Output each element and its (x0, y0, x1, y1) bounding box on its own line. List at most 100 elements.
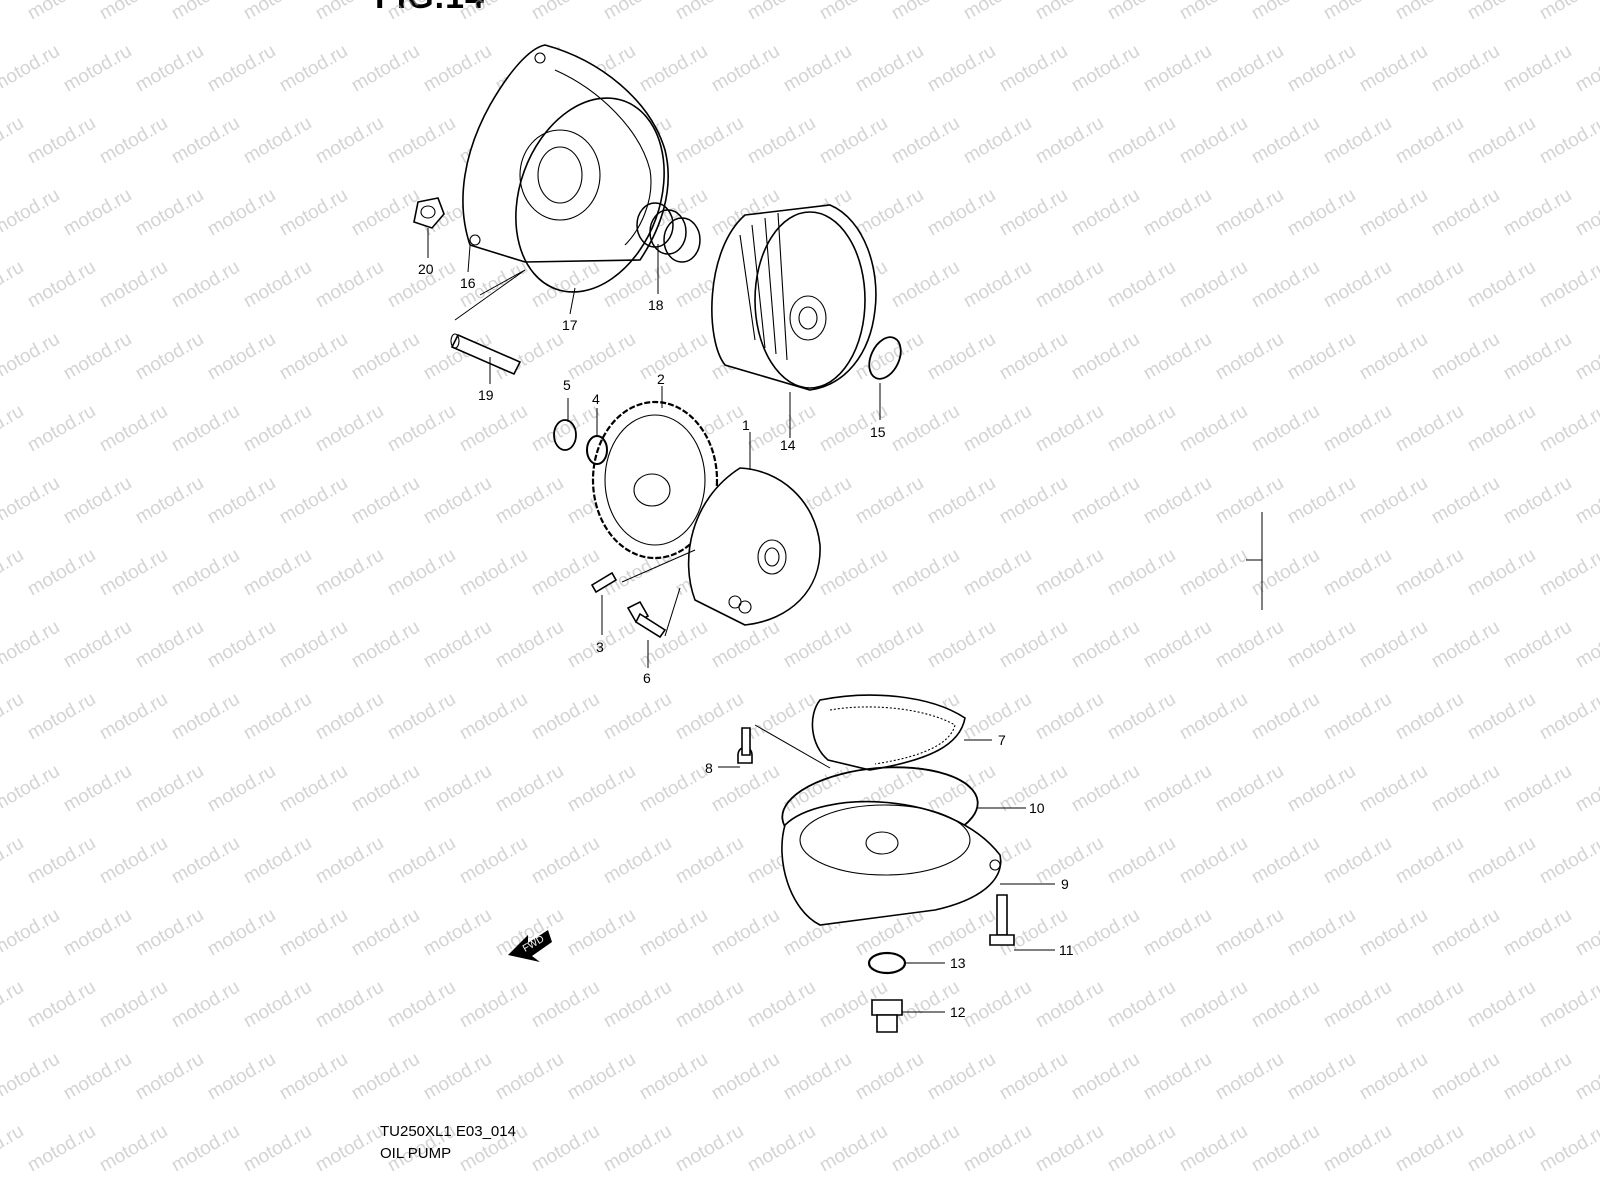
callout-10: 10 (1029, 800, 1045, 816)
watermark-text: motod.ru (0, 761, 63, 817)
watermark-text: motod.ru (96, 0, 171, 24)
watermark-text: motod.ru (1104, 0, 1179, 24)
watermark-text: motod.ru (960, 545, 1035, 601)
watermark-text: motod.ru (24, 977, 99, 1033)
watermark-text: motod.ru (204, 761, 279, 817)
watermark-text: motod.ru (1356, 1049, 1431, 1105)
watermark-text: motod.ru (168, 977, 243, 1033)
watermark-text: motod.ru (1068, 473, 1143, 529)
watermark-text: motod.ru (672, 833, 747, 889)
watermark-text: motod.ru (384, 545, 459, 601)
callout-19: 19 (478, 387, 494, 403)
watermark-text: motod.ru (348, 905, 423, 961)
watermark-text: motod.ru (456, 401, 531, 457)
watermark-text: motod.ru (1464, 833, 1539, 889)
watermark-text: motod.ru (384, 401, 459, 457)
watermark-text: motod.ru (96, 977, 171, 1033)
part-8-screw (737, 727, 753, 764)
callout-20: 20 (418, 261, 434, 277)
watermark-text: motod.ru (24, 689, 99, 745)
watermark-text: motod.ru (1284, 905, 1359, 961)
watermark-text: motod.ru (816, 545, 891, 601)
callout-18: 18 (648, 297, 664, 313)
watermark-text: motod.ru (1464, 401, 1539, 457)
watermark-text: motod.ru (600, 689, 675, 745)
watermark-text: motod.ru (528, 257, 603, 313)
watermark-text: motod.ru (0, 1049, 63, 1105)
callout-11: 11 (1059, 942, 1074, 958)
callout-15: 15 (870, 424, 886, 440)
watermark-text: motod.ru (1572, 761, 1600, 817)
watermark-text: motod.ru (1032, 977, 1107, 1033)
watermark-text: motod.ru (312, 401, 387, 457)
watermark-text: motod.ru (168, 545, 243, 601)
watermark-text: motod.ru (888, 545, 963, 601)
watermark-text: motod.ru (1572, 329, 1600, 385)
watermark-text: motod.ru (888, 401, 963, 457)
watermark-text: motod.ru (1536, 689, 1600, 745)
watermark-text: motod.ru (708, 1049, 783, 1105)
watermark-text: motod.ru (1428, 905, 1503, 961)
watermark-text: motod.ru (348, 1049, 423, 1105)
watermark-text: motod.ru (1536, 833, 1600, 889)
watermark-text: motod.ru (672, 1121, 747, 1177)
watermark-text: motod.ru (1392, 545, 1467, 601)
watermark-text: motod.ru (1140, 41, 1215, 97)
watermark-text: motod.ru (24, 545, 99, 601)
watermark-text: motod.ru (312, 689, 387, 745)
callout-numbers: 1 2 3 4 5 6 7 8 9 10 11 12 13 14 15 16 1… (418, 261, 1074, 1020)
part-5-circlip (553, 419, 577, 451)
watermark-text: motod.ru (132, 1049, 207, 1105)
watermark-text: motod.ru (1464, 545, 1539, 601)
watermark-text: motod.ru (1212, 473, 1287, 529)
watermark-text: motod.ru (24, 833, 99, 889)
part-1-pump-body (687, 467, 821, 626)
watermark-text: motod.ru (1428, 185, 1503, 241)
watermark-text: motod.ru (1212, 185, 1287, 241)
watermark-text: motod.ru (1428, 761, 1503, 817)
watermark-text: motod.ru (384, 833, 459, 889)
watermark-text: motod.ru (924, 617, 999, 673)
watermark-text: motod.ru (420, 1049, 495, 1105)
watermark-text: motod.ru (96, 113, 171, 169)
watermark-text: motod.ru (1104, 1121, 1179, 1177)
watermark-text: motod.ru (1032, 257, 1107, 313)
watermark-text: motod.ru (0, 185, 63, 241)
watermark-text: motod.ru (60, 1049, 135, 1105)
watermark-text: motod.ru (744, 1121, 819, 1177)
watermark-text: motod.ru (1392, 0, 1467, 24)
watermark-text: motod.ru (240, 257, 315, 313)
callout-4: 4 (592, 391, 600, 407)
watermark-text: motod.ru (0, 401, 27, 457)
watermark-text: motod.ru (888, 1121, 963, 1177)
watermark-text: motod.ru (996, 473, 1071, 529)
callout-7: 7 (998, 732, 1006, 748)
part-2-gear (591, 400, 719, 560)
callout-17: 17 (562, 317, 578, 333)
watermark-text: motod.ru (1536, 1121, 1600, 1177)
watermark-text: motod.ru (60, 41, 135, 97)
watermark-text: motod.ru (960, 257, 1035, 313)
watermark-text: motod.ru (852, 473, 927, 529)
watermark-text: motod.ru (1212, 617, 1287, 673)
watermark-text: motod.ru (924, 41, 999, 97)
watermark-text: motod.ru (420, 761, 495, 817)
watermark-text: motod.ru (1248, 1121, 1323, 1177)
watermark-text: motod.ru (492, 1049, 567, 1105)
watermark-text: motod.ru (1284, 1049, 1359, 1105)
watermark-text: motod.ru (1464, 689, 1539, 745)
watermark-text: motod.ru (1104, 257, 1179, 313)
watermark-text: motod.ru (0, 905, 63, 961)
part-9-sump-cover (781, 800, 1002, 926)
watermark-text: motod.ru (276, 617, 351, 673)
watermark-text: motod.ru (528, 1121, 603, 1177)
watermark-text: motod.ru (564, 329, 639, 385)
watermark-text: motod.ru (1500, 1049, 1575, 1105)
watermark-text: motod.ru (1068, 329, 1143, 385)
watermark-text: motod.ru (1320, 833, 1395, 889)
watermark-text: motod.ru (240, 113, 315, 169)
watermark-text: motod.ru (1140, 617, 1215, 673)
watermark-text: motod.ru (924, 1049, 999, 1105)
callout-16: 16 (460, 275, 476, 291)
